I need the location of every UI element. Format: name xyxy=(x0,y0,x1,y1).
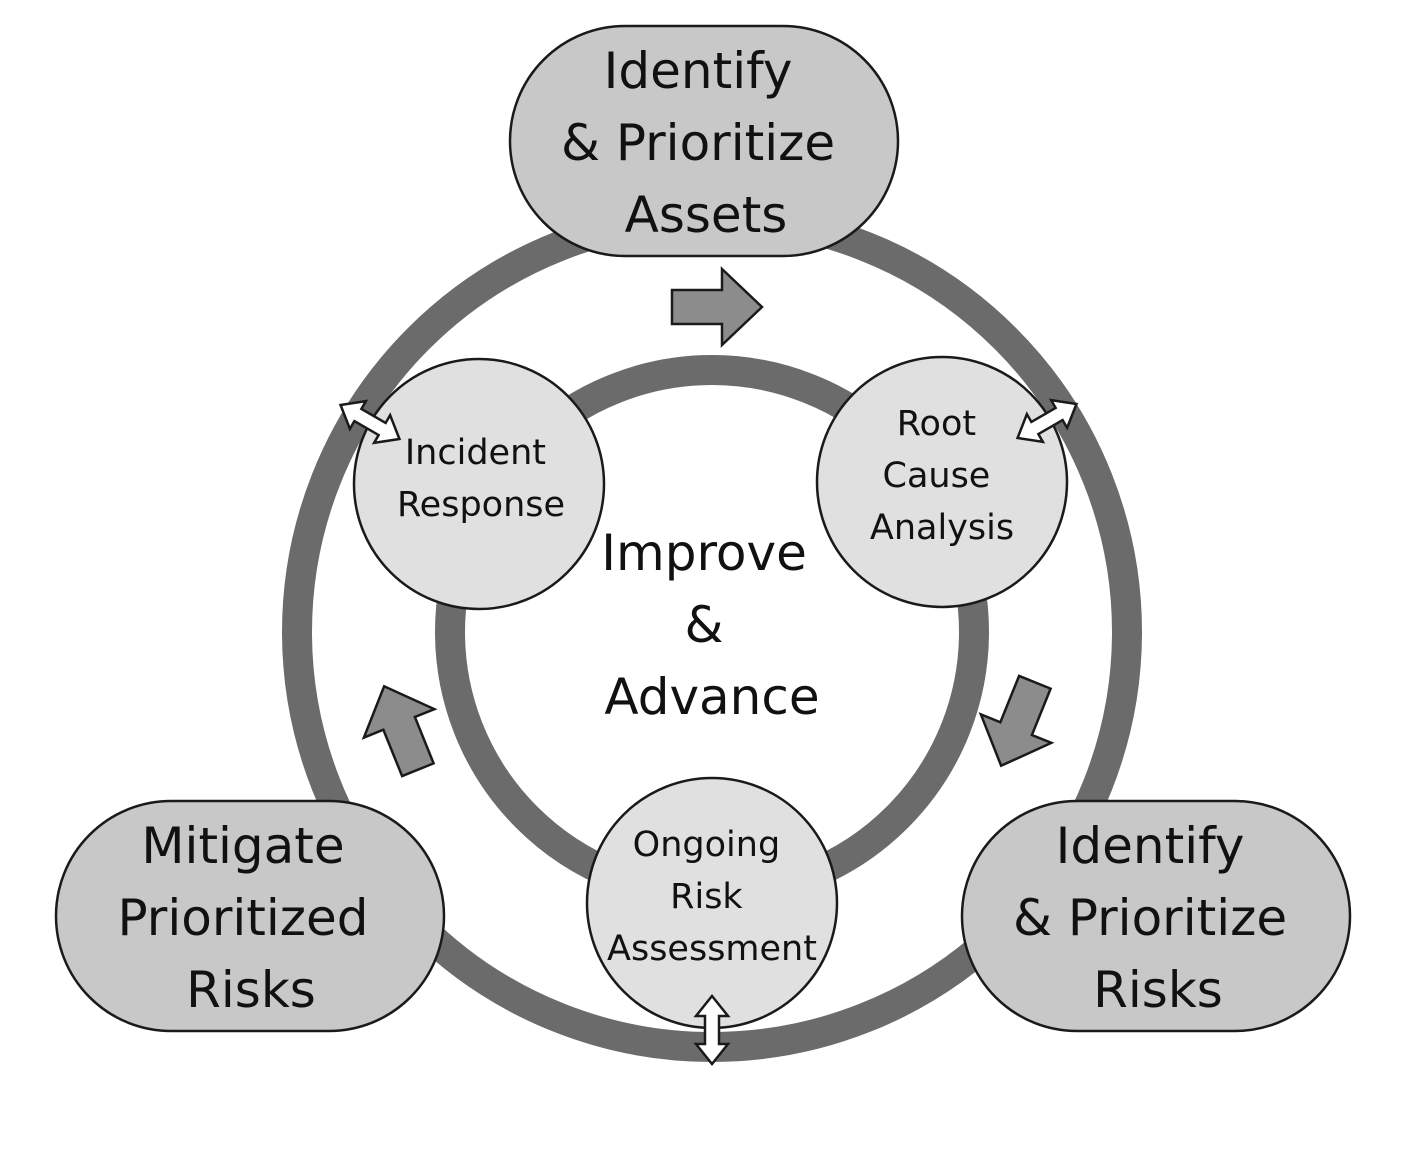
inner-label-line: Analysis xyxy=(870,508,1014,548)
stage-label-line: Identify xyxy=(604,42,793,100)
inner-label-line: Ongoing xyxy=(633,825,781,865)
inner-label-incident-response: Incident Response xyxy=(397,433,565,525)
stage-identify-prioritize-assets xyxy=(508,24,900,258)
center-label-line: & xyxy=(685,596,724,654)
inner-label-line: Assessment xyxy=(607,929,817,969)
inner-label-line: Response xyxy=(397,485,565,525)
stage-label-line: Mitigate xyxy=(141,817,344,875)
link-arrow-upper-left-icon xyxy=(338,399,402,445)
flow-arrow-left-icon xyxy=(361,684,438,778)
flow-arrow-right-icon xyxy=(978,674,1055,768)
stage-identify-prioritize-risks xyxy=(960,799,1352,1033)
inner-stage-incident-response xyxy=(352,357,606,611)
inner-label-ongoing-risk-assessment: Ongoing Risk Assessment xyxy=(607,825,817,969)
stage-label-line: Prioritized xyxy=(118,889,369,947)
stage-label-line: Identify xyxy=(1056,817,1245,875)
center-label-line: Advance xyxy=(604,668,819,726)
stage-label-bottom-right: Identify & Prioritize Risks xyxy=(1013,817,1303,1019)
flow-arrow-top-icon xyxy=(670,266,764,348)
stage-label-line: Risks xyxy=(186,961,316,1019)
stage-label-line: Assets xyxy=(625,186,788,244)
inner-label-line: Root xyxy=(897,404,976,444)
inner-label-line: Incident xyxy=(405,433,546,473)
center-label: Improve & Advance xyxy=(601,524,823,726)
inner-label-line: Risk xyxy=(670,877,743,917)
stage-label-line: Risks xyxy=(1093,961,1223,1019)
stage-label-line: & Prioritize xyxy=(1013,889,1287,947)
center-label-line: Improve xyxy=(601,524,807,582)
inner-label-root-cause-analysis: Root Cause Analysis xyxy=(870,404,1014,548)
inner-stage-root-cause-analysis xyxy=(815,355,1069,609)
stage-label-top: Identify & Prioritize Assets xyxy=(561,42,851,244)
inner-label-line: Cause xyxy=(883,456,991,496)
link-arrow-bottom-icon xyxy=(693,993,731,1067)
stage-mitigate-prioritized-risks xyxy=(54,799,446,1033)
link-arrow-upper-right-icon xyxy=(1015,398,1079,444)
stage-label-line: & Prioritize xyxy=(561,114,835,172)
stage-label-bottom-left: Mitigate Prioritized Risks xyxy=(118,817,385,1019)
